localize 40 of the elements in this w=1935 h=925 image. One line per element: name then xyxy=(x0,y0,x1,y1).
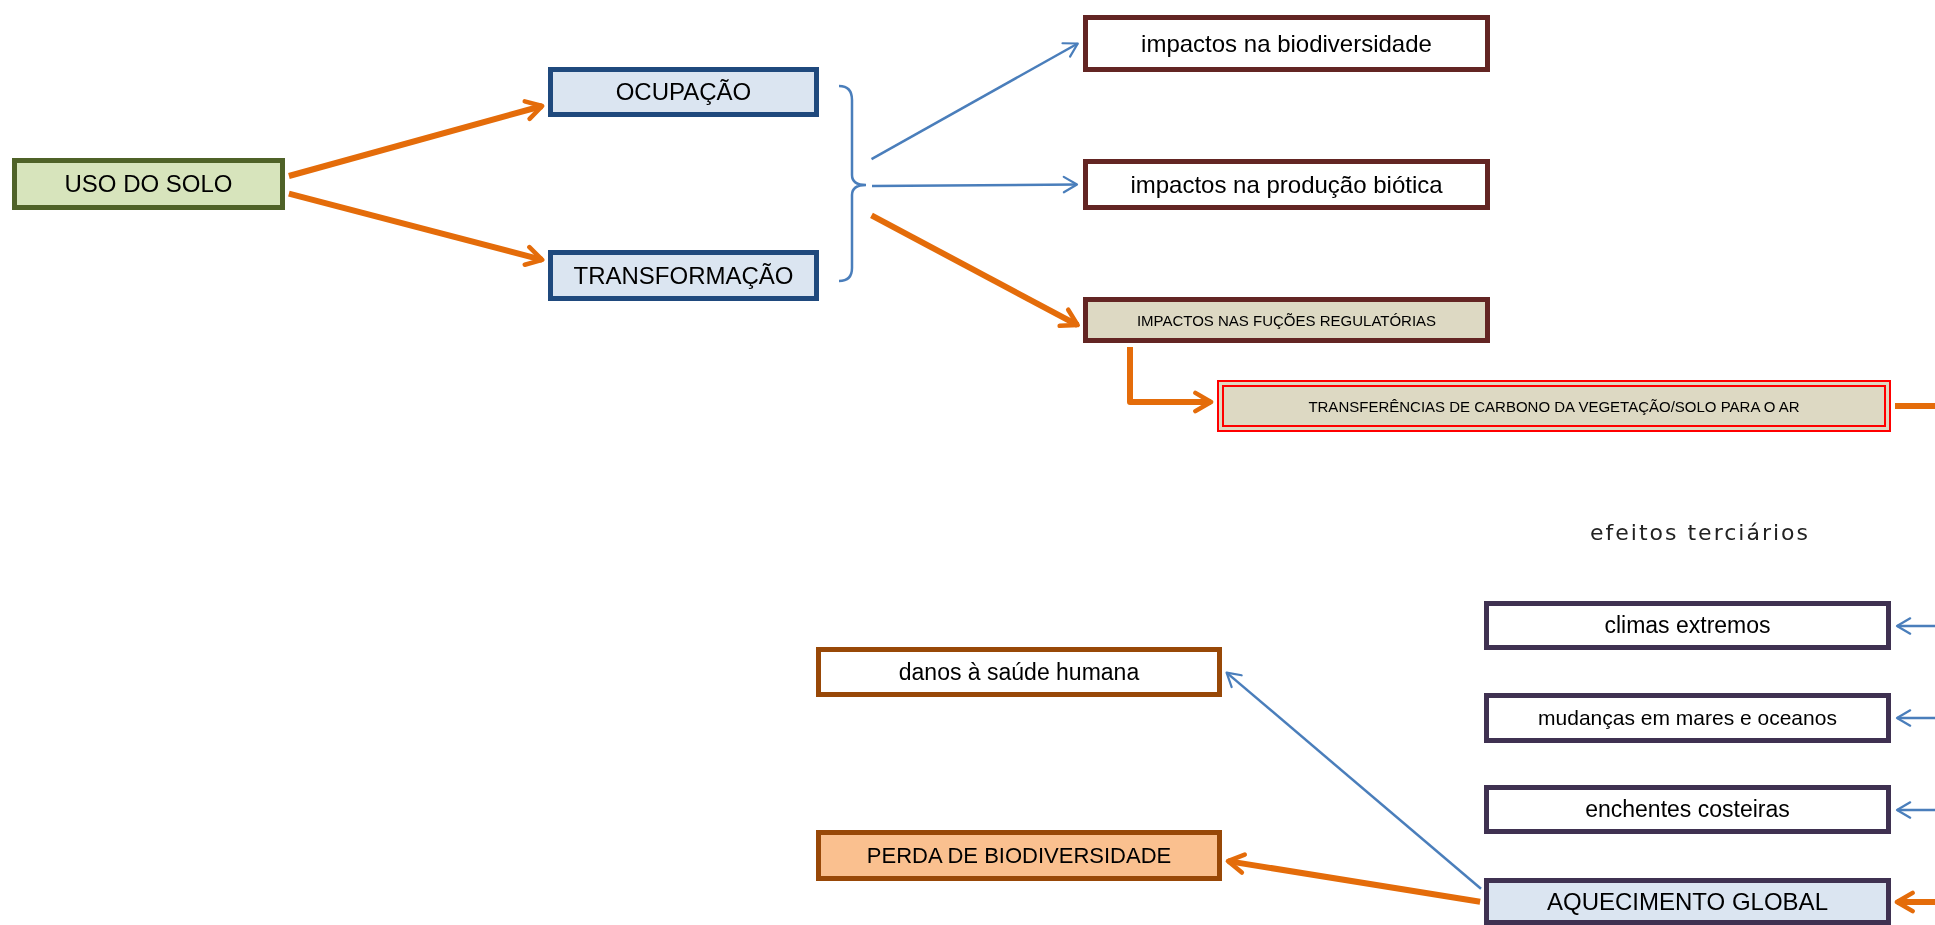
node-label: impactos na produção biótica xyxy=(1130,170,1443,199)
process-box xyxy=(1484,601,1891,650)
arrow xyxy=(288,99,545,179)
node-label: climas extremos xyxy=(1604,612,1771,639)
process-box xyxy=(816,830,1222,881)
node-label: impactos na biodiversidade xyxy=(1141,29,1432,58)
curly-bracket xyxy=(837,84,868,283)
node-label: mudanças em mares e oceanos xyxy=(1538,706,1837,730)
arrow xyxy=(1895,709,1935,727)
process-box xyxy=(816,647,1222,697)
arrow xyxy=(1895,801,1935,819)
process-box xyxy=(1217,380,1891,432)
arrow xyxy=(288,190,545,268)
arrow xyxy=(870,212,1080,329)
node-label: PERDA DE BIODIVERSIDADE xyxy=(866,842,1172,869)
node-label: USO DO SOLO xyxy=(64,170,233,198)
arrow xyxy=(1225,852,1481,905)
process-box xyxy=(1083,159,1490,210)
process-box xyxy=(1484,693,1891,743)
node-label: AQUECIMENTO GLOBAL xyxy=(1547,887,1828,916)
process-box xyxy=(548,67,819,117)
arrow xyxy=(1894,890,1935,914)
arrow xyxy=(1127,347,1214,414)
process-box xyxy=(1484,878,1891,925)
node-label: enchentes costeiras xyxy=(1585,796,1790,823)
node-label: danos à saúde humana xyxy=(898,658,1140,686)
process-box xyxy=(1484,785,1891,834)
arrow xyxy=(872,175,1079,194)
process-box xyxy=(548,250,819,301)
arrow xyxy=(1895,617,1935,635)
process-box xyxy=(12,158,285,210)
process-box xyxy=(1083,297,1490,343)
section-heading: efeitos terciários xyxy=(1590,520,1810,545)
arrow xyxy=(870,42,1079,161)
node-label: OCUPAÇÃO xyxy=(615,78,752,106)
node-label: TRANSFERÊNCIAS DE CARBONO DA VEGETAÇÃO/SOLO PARA O AR xyxy=(1308,397,1800,415)
node-label: TRANSFORMAÇÃO xyxy=(573,261,794,290)
process-box xyxy=(1083,15,1490,72)
node-label: IMPACTOS NAS FUÇÕES REGULATÓRIAS xyxy=(1136,311,1437,329)
arrow xyxy=(1225,671,1482,890)
